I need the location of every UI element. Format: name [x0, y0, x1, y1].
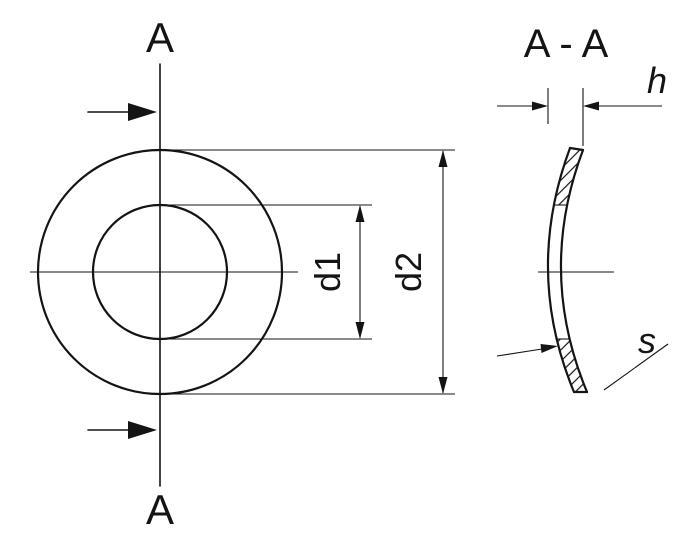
section-arrow-top-head — [128, 103, 157, 121]
s-leader-arrow — [540, 344, 558, 353]
h-arrow-left — [532, 101, 548, 111]
dimension-h: h — [497, 60, 667, 146]
inner-circle — [91, 203, 229, 341]
washer-left-profile — [546, 146, 576, 394]
outer-circle — [36, 148, 284, 396]
d1-label: d1 — [307, 252, 348, 292]
s-reference-line — [603, 343, 669, 391]
section-arrow-top — [87, 103, 157, 121]
h-label: h — [647, 60, 667, 101]
d1-arrow-down — [355, 322, 365, 339]
d2-arrow-down — [438, 377, 448, 394]
d2-label: d2 — [388, 252, 429, 292]
section-letter-bottom: A — [146, 486, 174, 533]
washer-top-edge — [568, 146, 585, 152]
dimension-d2: d2 — [163, 149, 455, 395]
section-arrow-bottom-head — [128, 421, 157, 439]
dimension-s: s — [496, 320, 669, 391]
section-letter-top: A — [146, 14, 174, 61]
s-leader-tail — [496, 348, 543, 357]
d1-arrow-up — [355, 205, 365, 222]
h-arrow-right — [583, 101, 599, 111]
dimension-d1: d1 — [163, 204, 372, 340]
section-arrow-bottom — [87, 421, 157, 439]
front-view: A A d1 d2 — [30, 14, 455, 533]
section-title: A - A — [524, 22, 609, 66]
d2-arrow-up — [438, 150, 448, 167]
s-label: s — [638, 320, 656, 361]
